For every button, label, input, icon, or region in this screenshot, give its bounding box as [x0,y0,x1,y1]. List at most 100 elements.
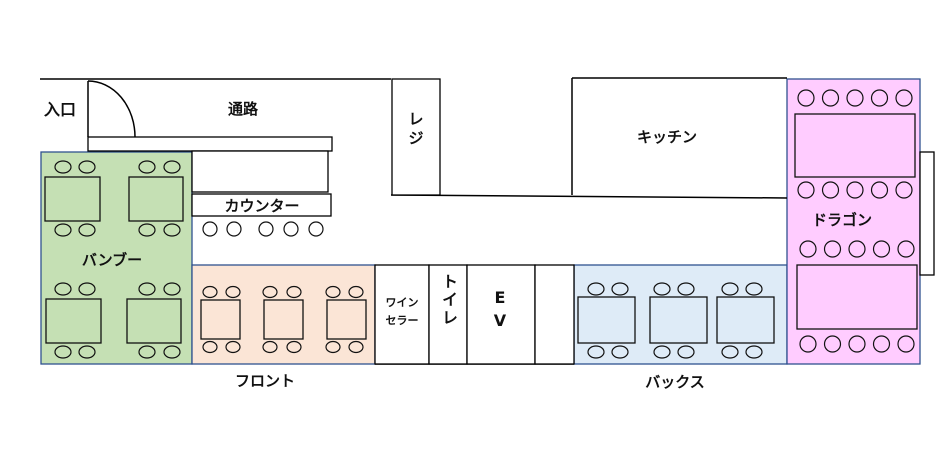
chair[interactable] [677,282,695,296]
chair[interactable] [54,282,72,296]
chair[interactable] [225,285,241,299]
chair[interactable] [721,282,739,296]
chair[interactable] [846,181,864,199]
chair[interactable] [138,160,156,174]
chair[interactable] [797,181,815,199]
table-front[interactable] [263,299,304,340]
chair[interactable] [163,345,181,359]
chair[interactable] [286,340,302,354]
chair[interactable] [799,335,817,353]
table-bamboo[interactable] [128,176,184,222]
zone-label-bamboo: バンブー [82,251,142,269]
chair[interactable] [611,282,629,296]
chair[interactable] [226,221,242,237]
chair[interactable] [653,345,671,359]
table-bamboo[interactable] [44,176,101,222]
chair[interactable] [823,335,842,353]
chair[interactable] [163,160,181,174]
chair[interactable] [163,223,181,237]
wine-cellar-label-1: ワイン [386,296,419,309]
elevator-room [466,264,536,365]
table-backs[interactable] [577,296,636,344]
storage-room [534,264,575,365]
chair[interactable] [745,282,763,296]
toilet-label: トイレ [439,273,458,327]
chair[interactable] [78,223,96,237]
entrance-label: 入口 [44,100,76,119]
counter-label: カウンター [224,197,299,215]
chair[interactable] [872,240,891,258]
chair[interactable] [653,282,671,296]
chair[interactable] [202,221,218,237]
chair[interactable] [283,221,299,237]
register-box [391,78,441,196]
chair[interactable] [54,160,72,174]
chair[interactable] [308,221,324,237]
chair[interactable] [677,345,695,359]
chair[interactable] [138,223,156,237]
chair[interactable] [258,221,274,237]
passage-label: 通路 [228,100,259,118]
counter-label-box [191,193,332,217]
chair[interactable] [138,345,156,359]
kitchen-label: キッチン [637,128,697,146]
chair[interactable] [895,181,913,199]
zone-label-dragon: ドラゴン [812,211,872,229]
chair[interactable] [745,345,763,359]
table-backs[interactable] [716,296,775,344]
table-front[interactable] [326,299,367,340]
chair[interactable] [54,223,72,237]
table-backs[interactable] [649,296,708,344]
chair[interactable] [262,285,278,299]
wine-cellar-room [374,264,430,365]
chair[interactable] [799,240,817,258]
chair[interactable] [163,282,181,296]
register-label-2: ジ [408,129,423,147]
chair[interactable] [138,282,156,296]
counter-box [191,150,329,193]
chair[interactable] [721,345,739,359]
chair[interactable] [225,340,241,354]
chair[interactable] [78,345,96,359]
elevator-label-1: E [495,288,506,307]
chair[interactable] [348,285,364,299]
table-bamboo[interactable] [45,298,102,344]
table-dragon[interactable] [794,113,916,178]
counter-bar [87,136,333,152]
zone-label-front: フロント [235,372,295,390]
chair[interactable] [872,335,891,353]
chair[interactable] [325,340,341,354]
chair[interactable] [587,345,605,359]
chair[interactable] [848,335,866,353]
chair[interactable] [897,240,915,258]
chair[interactable] [325,285,341,299]
chair[interactable] [286,285,302,299]
chair[interactable] [821,181,840,199]
zone-label-backs: バックス [645,373,705,391]
chair[interactable] [78,160,96,174]
chair[interactable] [611,345,629,359]
chair[interactable] [821,89,840,107]
chair[interactable] [870,89,889,107]
toilet-room [428,264,468,365]
chair[interactable] [202,340,218,354]
chair[interactable] [78,282,96,296]
chair[interactable] [348,340,364,354]
chair[interactable] [870,181,889,199]
table-bamboo[interactable] [126,298,182,344]
chair[interactable] [846,89,864,107]
side-box [919,151,935,276]
table-dragon[interactable] [796,264,918,330]
chair[interactable] [54,345,72,359]
chair[interactable] [897,335,915,353]
chair[interactable] [797,89,815,107]
chair[interactable] [587,282,605,296]
chair[interactable] [823,240,842,258]
chair[interactable] [262,340,278,354]
elevator-label-2: V [494,311,507,330]
table-front[interactable] [200,299,241,340]
chair[interactable] [202,285,218,299]
chair[interactable] [895,89,913,107]
chair[interactable] [848,240,866,258]
